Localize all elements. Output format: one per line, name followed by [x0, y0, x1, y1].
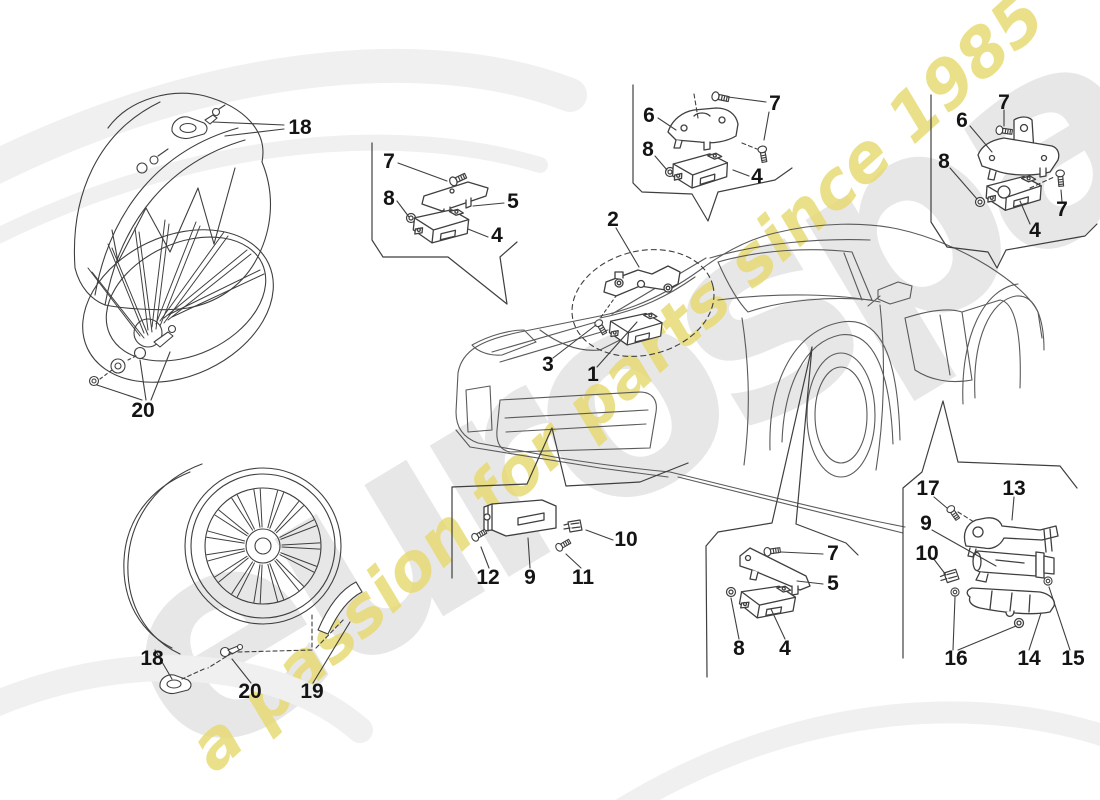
callout-6: 6: [956, 109, 968, 132]
callout-4: 4: [1029, 219, 1041, 242]
bracket-group-right: [949, 109, 1067, 225]
callout-4: 4: [491, 224, 503, 247]
bracket-group-front: [396, 162, 505, 248]
wheel-inner-drawing: [82, 219, 274, 401]
callout-18: 18: [288, 116, 312, 139]
callout-14: 14: [1017, 647, 1041, 670]
callout-8: 8: [383, 187, 395, 210]
callout-10: 10: [614, 528, 638, 551]
callout-15: 15: [1061, 647, 1085, 670]
wheel-inner-spokes: [87, 219, 265, 339]
callout-2: 2: [607, 208, 619, 231]
bracket-group-lower: [725, 545, 824, 640]
callout-18: 18: [140, 647, 164, 670]
callout-19: 19: [300, 680, 324, 703]
callout-5: 5: [827, 572, 839, 595]
callout-17: 17: [916, 477, 940, 500]
callout-7: 7: [383, 150, 395, 173]
callout-20: 20: [131, 399, 155, 422]
callout-7: 7: [998, 91, 1010, 114]
callout-8: 8: [642, 138, 654, 161]
callout-1: 1: [587, 363, 599, 386]
callout-16: 16: [944, 647, 968, 670]
antenna-group: [469, 499, 614, 569]
callout-7: 7: [827, 542, 839, 565]
background-swoosh: [0, 48, 1100, 800]
callout-13: 13: [1002, 477, 1026, 500]
callout-12: 12: [476, 566, 500, 589]
callout-9: 9: [920, 512, 932, 535]
car-outline: [455, 223, 1045, 534]
control-unit-group: [552, 227, 715, 368]
callout-6: 6: [643, 104, 655, 127]
callout-7: 7: [769, 92, 781, 115]
callout-3: 3: [542, 353, 554, 376]
wheel-spokes: [206, 488, 321, 604]
alloy-wheel-drawing: [123, 463, 363, 695]
callout-4: 4: [751, 165, 763, 188]
rear-antenna-group: [931, 496, 1071, 651]
callout-10: 10: [915, 542, 939, 565]
callout-9: 9: [524, 566, 536, 589]
callout-8: 8: [938, 150, 950, 173]
callout-8: 8: [733, 637, 745, 660]
bracket-group-mid: [654, 90, 770, 191]
callout-20: 20: [238, 680, 262, 703]
group-boundaries: [371, 84, 1098, 678]
callout-5: 5: [507, 190, 519, 213]
callout-11: 11: [571, 566, 595, 589]
wheel-arch-drawing: [73, 92, 285, 311]
callout-7: 7: [1056, 198, 1068, 221]
callout-4: 4: [779, 637, 791, 660]
